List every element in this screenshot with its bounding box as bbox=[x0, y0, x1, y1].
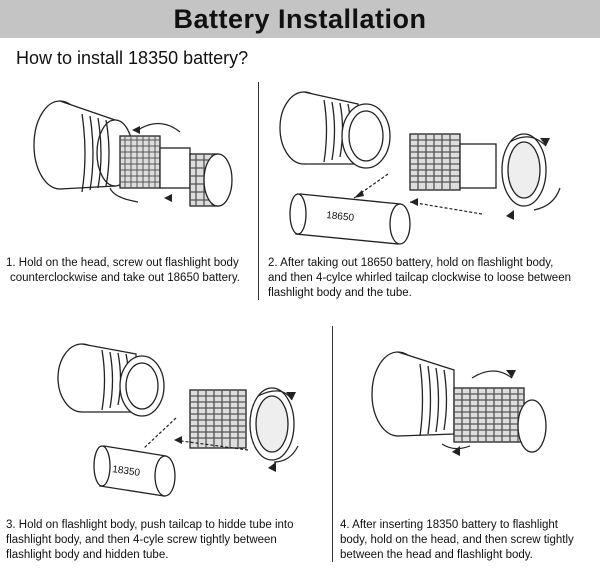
rotate-arrow-icon bbox=[257, 390, 299, 463]
caption-line: 2. After taking out 18650 battery, hold … bbox=[268, 257, 554, 269]
caption-line: flashlight body, and then 4-cyle screw t… bbox=[6, 534, 277, 546]
caption-line: 3. Hold on flashlight body, push tailcap… bbox=[6, 519, 294, 531]
step-4-illustration bbox=[362, 348, 592, 478]
flashlight-icon bbox=[33, 100, 233, 207]
vertical-divider-bottom bbox=[332, 326, 333, 562]
header-bar bbox=[0, 0, 600, 38]
flashlight-icon bbox=[371, 351, 547, 456]
battery-icon: 18650 bbox=[289, 193, 411, 245]
page-title: Battery Installation bbox=[173, 4, 427, 34]
caption-line: 4. After inserting 18350 battery to flas… bbox=[340, 519, 558, 531]
step-3-illustration: 18350 bbox=[48, 336, 308, 506]
push-arrow-icon bbox=[353, 173, 483, 215]
battery-label: 18350 bbox=[112, 464, 142, 479]
rotate-arrow-icon bbox=[441, 370, 513, 450]
push-arrow-icon bbox=[143, 417, 249, 451]
step-1-illustration bbox=[20, 90, 260, 230]
rotate-arrow-icon bbox=[109, 122, 181, 203]
caption-line: between the head and flashlight body. bbox=[340, 549, 533, 561]
caption-line: 1. Hold on the head, screw out flashligh… bbox=[6, 257, 239, 269]
caption-line: counterclockwise and take out 18650 batt… bbox=[10, 272, 240, 284]
caption-line: body, hold on the head, and then screw t… bbox=[340, 534, 574, 546]
step-2-caption: 2. After taking out 18650 battery, hold … bbox=[268, 256, 598, 301]
battery-icon: 18350 bbox=[93, 445, 176, 497]
rotate-arrow-icon bbox=[509, 136, 561, 211]
subtitle: How to install 18350 battery? bbox=[16, 48, 249, 68]
flashlight-icon: 18350 bbox=[57, 343, 299, 497]
caption-line: flashlight body and hidden tube. bbox=[6, 549, 169, 561]
step-2-illustration: 18650 bbox=[270, 86, 590, 256]
caption-line: flashlight body and the tube. bbox=[268, 287, 412, 299]
step-4-caption: 4. After inserting 18350 battery to flas… bbox=[340, 518, 598, 563]
step-1-caption: 1. Hold on the head, screw out flashligh… bbox=[6, 256, 254, 286]
vertical-divider-top bbox=[258, 82, 259, 300]
flashlight-icon: 18650 bbox=[279, 91, 561, 245]
battery-label: 18650 bbox=[326, 210, 355, 224]
caption-line: and then 4-cylce whirled tailcap clockwi… bbox=[268, 272, 571, 284]
step-3-caption: 3. Hold on flashlight body, push tailcap… bbox=[6, 518, 332, 563]
